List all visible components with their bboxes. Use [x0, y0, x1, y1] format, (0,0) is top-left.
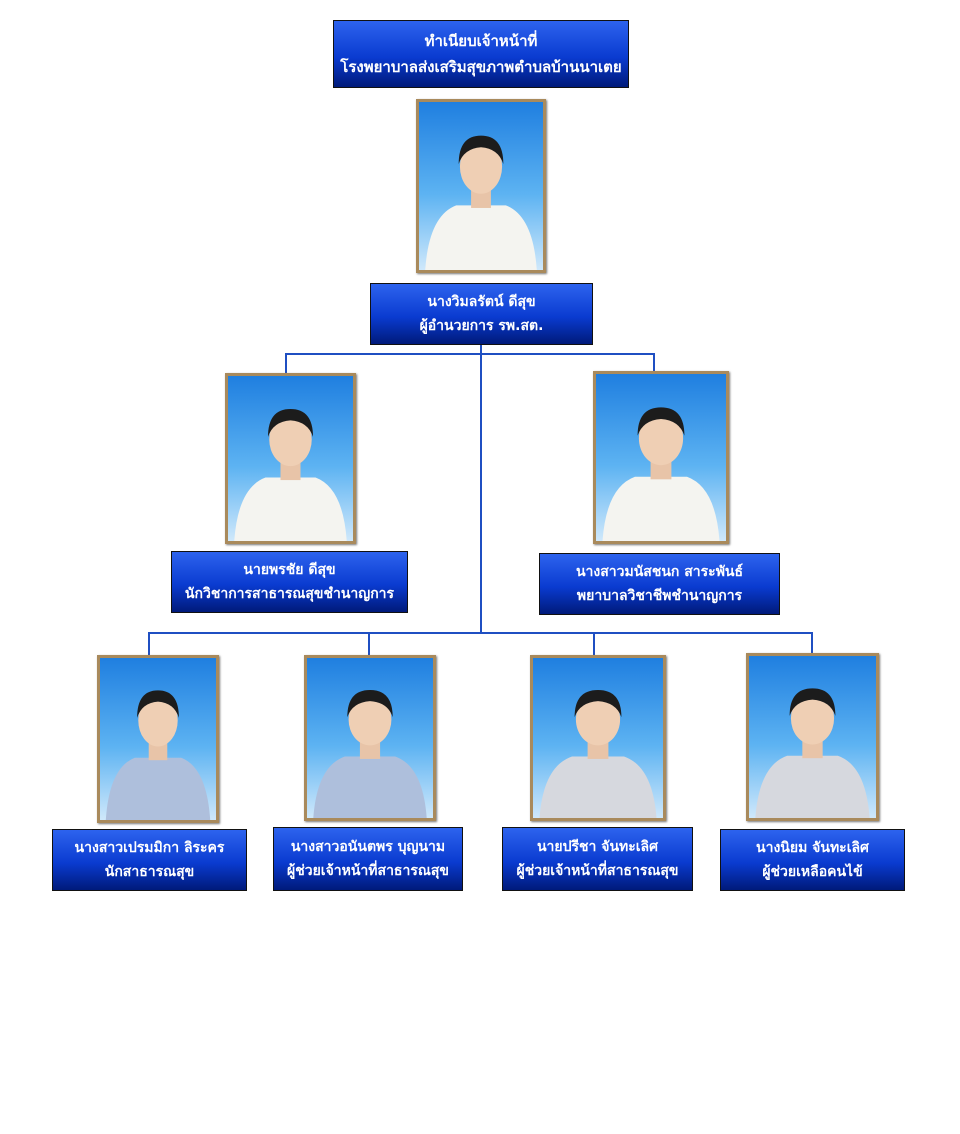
staff-name: นางสาวมนัสชนก สาระพันธ์: [575, 564, 744, 580]
title-line-1: ทำเนียบเจ้าหน้าที่: [424, 32, 538, 50]
person-portrait-icon: [425, 135, 537, 270]
staff-name: นางสาวอนันตพร บุญนาม: [290, 839, 446, 855]
staff-photo: [746, 653, 879, 821]
person-portrait-icon: [234, 409, 347, 541]
staff-label: นางสาวมนัสชนก สาระพันธ์ พยาบาลวิชาชีพชำน…: [539, 553, 780, 615]
connector: [653, 353, 655, 372]
person-portrait-icon: [602, 407, 720, 541]
director-label: นางวิมลรัตน์ ดีสุข ผู้อำนวยการ รพ.สต.: [370, 283, 593, 345]
connector: [480, 344, 482, 634]
connector: [285, 353, 287, 373]
connector: [285, 353, 655, 355]
connector: [148, 632, 813, 634]
staff-name: นางวิมลรัตน์ ดีสุข: [427, 294, 536, 310]
person-portrait-icon: [539, 690, 657, 818]
staff-position: พยาบาลวิชาชีพชำนาญการ: [576, 588, 743, 604]
staff-position: ผู้ช่วยเจ้าหน้าที่สาธารณสุข: [287, 863, 449, 879]
staff-position: ผู้ช่วยเหลือคนไข้: [762, 864, 863, 880]
staff-photo: [97, 655, 219, 823]
staff-photo: [225, 373, 356, 544]
staff-position: นักสาธารณสุข: [104, 864, 195, 880]
staff-label: นายพรชัย ดีสุข นักวิชาการสาธารณสุขชำนาญก…: [171, 551, 408, 613]
staff-label: นางสาวอนันตพร บุญนาม ผู้ช่วยเจ้าหน้าที่ส…: [273, 827, 463, 891]
staff-position: นักวิชาการสาธารณสุขชำนาญการ: [184, 586, 395, 602]
staff-position: ผู้ช่วยเจ้าหน้าที่สาธารณสุข: [516, 863, 679, 879]
connector: [148, 632, 150, 655]
director-photo: [416, 99, 546, 273]
staff-photo: [304, 655, 436, 821]
staff-name: นายปรีชา จันทะเลิศ: [536, 839, 659, 855]
staff-photo: [593, 371, 729, 544]
staff-name: นายพรชัย ดีสุข: [243, 562, 336, 578]
staff-label: นางสาวเปรมมิกา ลิระคร นักสาธารณสุข: [52, 829, 247, 891]
person-portrait-icon: [755, 688, 870, 818]
staff-position: ผู้อำนวยการ รพ.สต.: [419, 318, 544, 334]
connector: [368, 632, 370, 655]
staff-label: นางนิยม จันทะเลิศ ผู้ช่วยเหลือคนไข้: [720, 829, 905, 891]
staff-name: นางนิยม จันทะเลิศ: [756, 840, 869, 856]
connector: [593, 632, 595, 655]
title-line-2: โรงพยาบาลส่งเสริมสุขภาพตำบลบ้านนาเตย: [340, 58, 622, 76]
person-portrait-icon: [105, 690, 211, 820]
person-portrait-icon: [313, 690, 427, 818]
staff-label: นายปรีชา จันทะเลิศ ผู้ช่วยเจ้าหน้าที่สาธ…: [502, 827, 693, 891]
page-title: ทำเนียบเจ้าหน้าที่ โรงพยาบาลส่งเสริมสุขภ…: [333, 20, 629, 88]
staff-name: นางสาวเปรมมิกา ลิระคร: [74, 840, 225, 856]
connector: [811, 632, 813, 653]
staff-photo: [530, 655, 666, 821]
